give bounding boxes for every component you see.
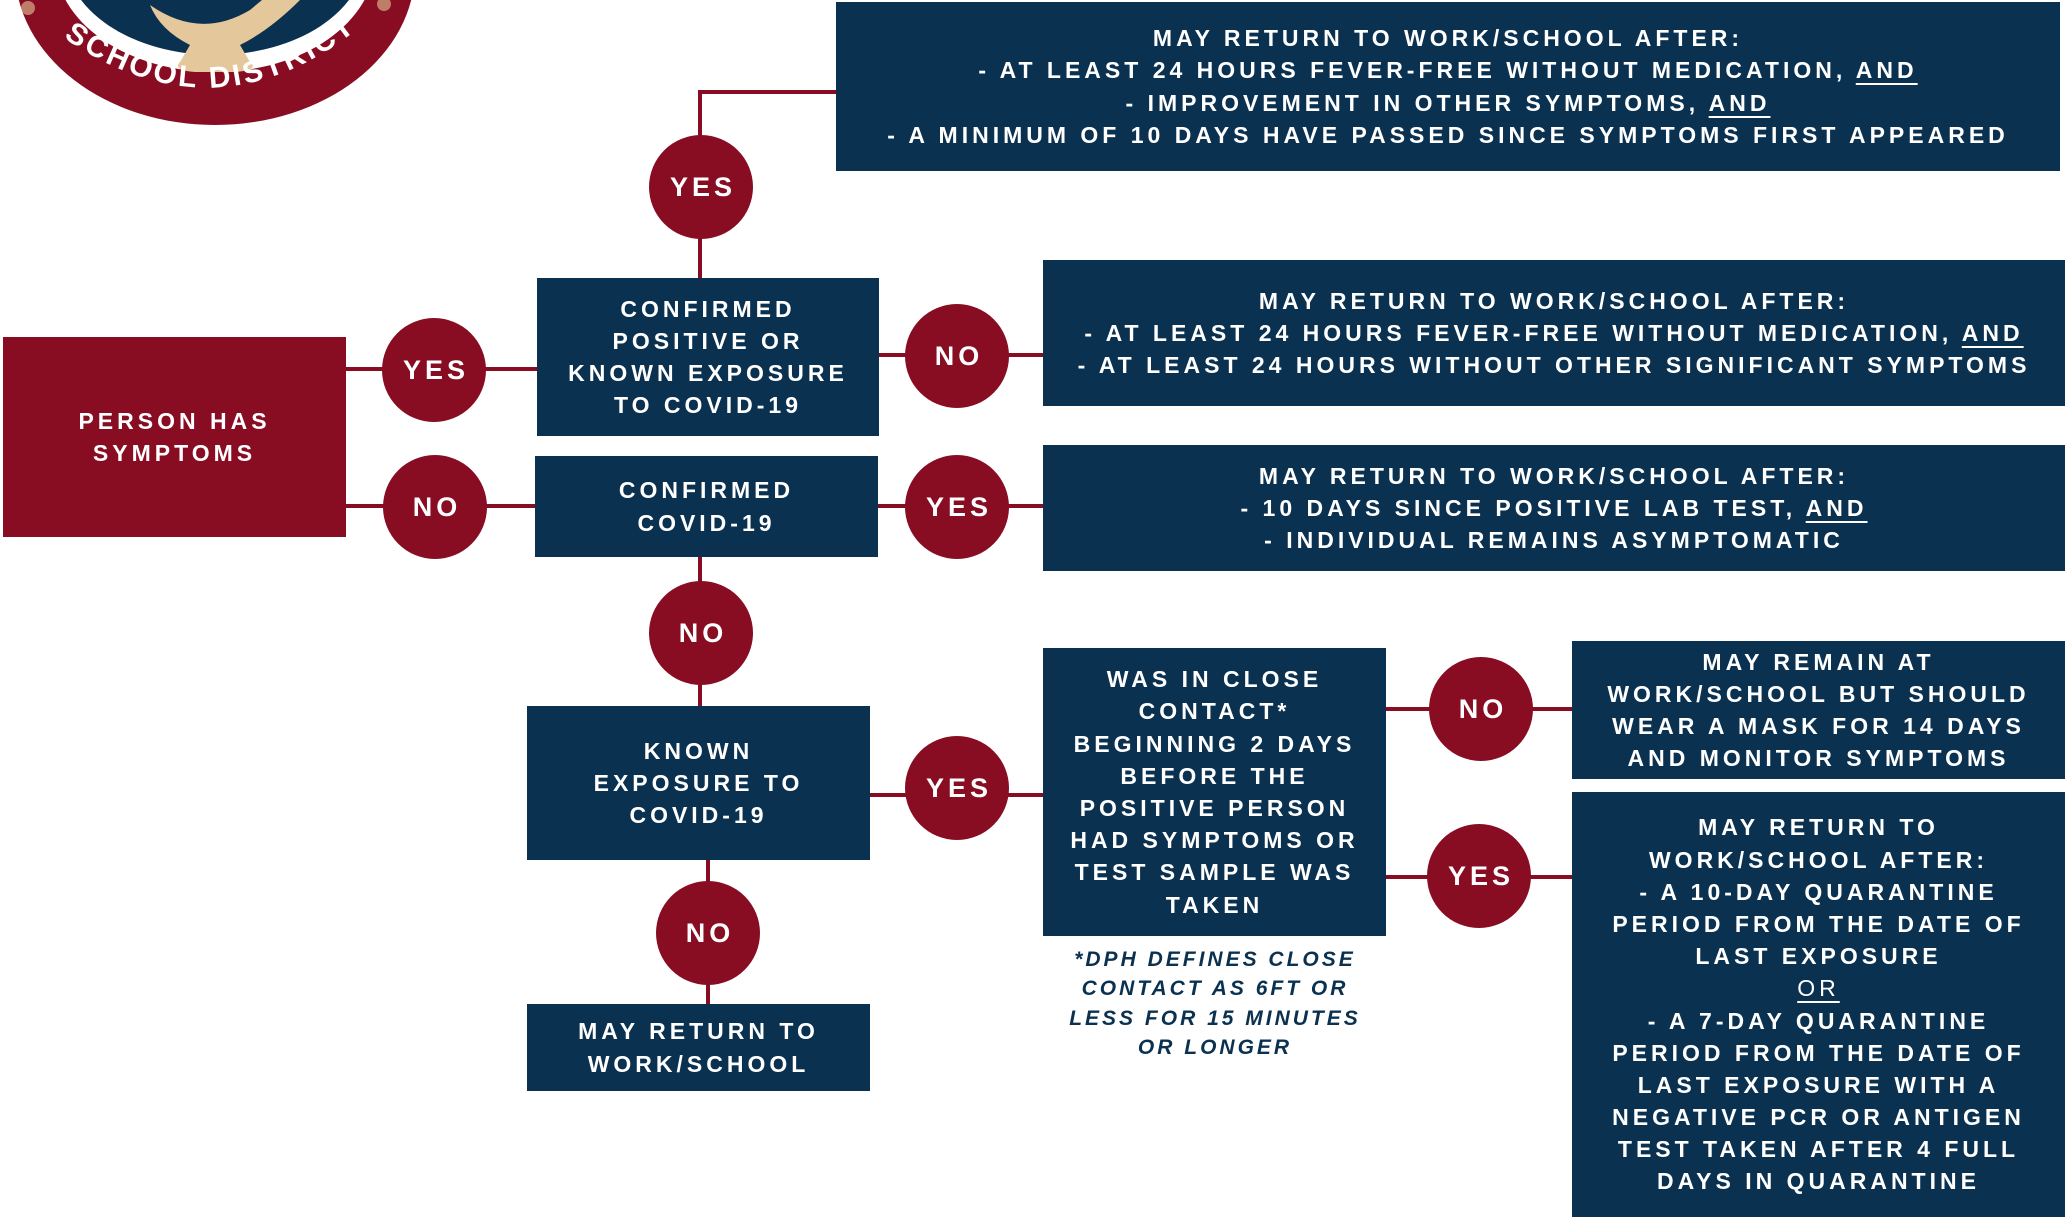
close-contact-footnote: *DPH DEFINES CLOSE CONTACT AS 6FT OR LES… (1069, 948, 1361, 1060)
and-conjunction: AND (1708, 89, 1771, 116)
answer-yes-circle: YES (905, 736, 1009, 840)
outcome-heading: MAY RETURN TO WORK/SCHOOL AFTER: (1258, 287, 1850, 314)
decision-confirmed-or-exposure-label: CONFIRMED POSITIVE OR KNOWN EXPOSURE TO … (568, 295, 848, 419)
answer-yes-circle: YES (649, 135, 753, 239)
district-logo: SCHOOL DISTRICT (18, 0, 412, 125)
outcome-line: - INDIVIDUAL REMAINS ASYMPTOMATIC (1264, 527, 1844, 554)
and-conjunction: AND (1805, 494, 1868, 521)
decision-confirmed-label: CONFIRMED COVID-19 (618, 477, 795, 536)
outcome-not-close-contact: MAY REMAIN AT WORK/SCHOOL BUT SHOULD WEA… (1572, 641, 2065, 779)
outcome-asymptomatic-positive: MAY RETURN TO WORK/SCHOOL AFTER: - 10 DA… (1043, 445, 2065, 571)
decision-confirmed: CONFIRMED COVID-19 (535, 456, 878, 557)
quarantine-option-2: - A 7-DAY QUARANTINE PERIOD FROM THE DAT… (1612, 1007, 2025, 1195)
start-person-has-symptoms: PERSON HAS SYMPTOMS (3, 337, 346, 537)
outcome-heading: MAY RETURN TO WORK/SCHOOL AFTER: (1648, 814, 1989, 873)
and-conjunction: AND (1961, 319, 2024, 346)
outcome-heading: MAY RETURN TO WORK/SCHOOL AFTER: (1152, 25, 1744, 52)
outcome-line: - AT LEAST 24 HOURS WITHOUT OTHER SIGNIF… (1077, 352, 2031, 379)
and-conjunction: AND (1855, 57, 1918, 84)
connector (698, 90, 838, 94)
outcome-heading: MAY RETURN TO WORK/SCHOOL AFTER: (1258, 462, 1850, 489)
outcome-line: - AT LEAST 24 HOURS FEVER-FREE WITHOUT M… (978, 57, 1918, 84)
outcome-symptomatic-positive: MAY RETURN TO WORK/SCHOOL AFTER: - AT LE… (836, 2, 2060, 171)
or-conjunction: OR (1797, 975, 1840, 1002)
outcome-line: - AT LEAST 24 HOURS FEVER-FREE WITHOUT M… (1084, 319, 2024, 346)
decision-close-contact-label: WAS IN CLOSE CONTACT* BEGINNING 2 DAYS B… (1070, 666, 1359, 918)
outcome-not-close-contact-label: MAY REMAIN AT WORK/SCHOOL BUT SHOULD WEA… (1607, 648, 2030, 772)
quarantine-option-1: - A 10-DAY QUARANTINE PERIOD FROM THE DA… (1612, 878, 2025, 970)
answer-no-circle: NO (1429, 657, 1533, 761)
answer-yes-circle: YES (905, 455, 1009, 559)
answer-no-circle: NO (649, 581, 753, 685)
start-label: PERSON HAS SYMPTOMS (78, 407, 271, 466)
decision-known-exposure-label: KNOWN EXPOSURE TO COVID-19 (593, 737, 804, 829)
outcome-symptomatic-negative: MAY RETURN TO WORK/SCHOOL AFTER: - AT LE… (1043, 260, 2065, 406)
outcome-no-exposure-label: MAY RETURN TO WORK/SCHOOL (578, 1018, 819, 1077)
answer-no-circle: NO (383, 455, 487, 559)
outcome-no-exposure: MAY RETURN TO WORK/SCHOOL (527, 1004, 870, 1091)
answer-yes-circle: YES (1427, 824, 1531, 928)
answer-no-circle: NO (656, 881, 760, 985)
outcome-line: - IMPROVEMENT IN OTHER SYMPTOMS, AND (1125, 89, 1771, 116)
answer-no-circle: NO (905, 304, 1009, 408)
outcome-line: - 10 DAYS SINCE POSITIVE LAB TEST, AND (1240, 494, 1868, 521)
decision-close-contact: WAS IN CLOSE CONTACT* BEGINNING 2 DAYS B… (1043, 648, 1386, 936)
answer-yes-circle: YES (382, 318, 486, 422)
decision-confirmed-or-exposure: CONFIRMED POSITIVE OR KNOWN EXPOSURE TO … (537, 278, 879, 436)
outcome-line: - A MINIMUM OF 10 DAYS HAVE PASSED SINCE… (887, 121, 2009, 148)
decision-known-exposure: KNOWN EXPOSURE TO COVID-19 (527, 706, 870, 860)
outcome-quarantine: MAY RETURN TO WORK/SCHOOL AFTER: - A 10-… (1572, 792, 2065, 1217)
lamp-icon (150, 0, 300, 72)
